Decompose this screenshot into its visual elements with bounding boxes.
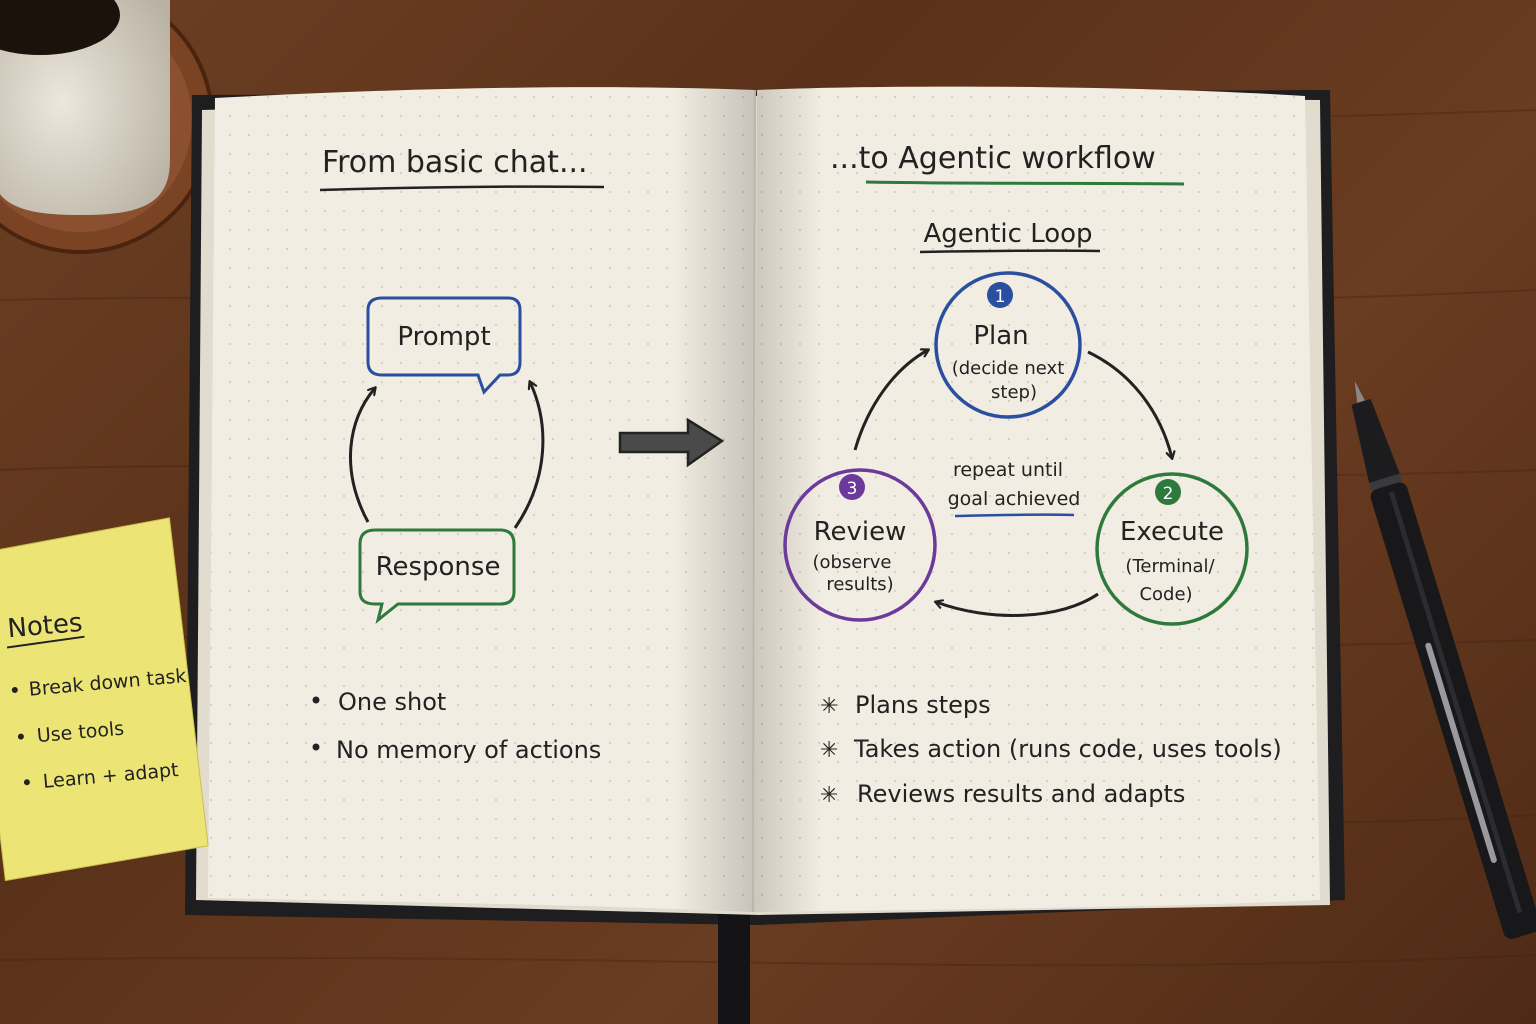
step-name: Review <box>814 517 907 547</box>
heading-underline <box>920 251 1100 252</box>
asterisk-bullet: ✳ <box>820 694 838 719</box>
step-number: 2 <box>1163 484 1174 504</box>
right-title-underline <box>866 182 1184 184</box>
step-detail: (decide next <box>952 358 1065 379</box>
loop-note-line1: repeat until <box>953 459 1063 481</box>
loop-note-line2: goal achieved <box>948 488 1081 510</box>
step-number: 1 <box>995 287 1006 307</box>
right-bullet-3: Reviews results and adapts <box>857 780 1185 808</box>
left-bullet-2: No memory of actions <box>336 736 601 764</box>
left-bullet-1: One shot <box>338 688 446 716</box>
step-detail: step) <box>991 382 1037 403</box>
step-detail: (Terminal/ <box>1125 556 1215 577</box>
right-bullet-2: Takes action (runs code, uses tools) <box>853 735 1282 763</box>
agentic-loop-heading: Agentic Loop <box>923 219 1092 249</box>
bookmark-ribbon <box>718 905 750 1024</box>
pen-icon <box>1336 375 1536 941</box>
coffee-cup-icon <box>0 0 212 252</box>
bullet-dot <box>313 697 320 704</box>
right-bullet-1: Plans steps <box>855 691 991 719</box>
step-detail: Code) <box>1139 584 1192 605</box>
prompt-label: Prompt <box>397 322 490 352</box>
step-name: Plan <box>973 321 1028 351</box>
step-detail: results) <box>826 574 893 595</box>
step-detail: (observe <box>812 552 891 573</box>
step-name: Execute <box>1120 517 1224 547</box>
right-page-title: ...to Agentic workflow <box>830 141 1156 176</box>
asterisk-bullet: ✳ <box>820 738 838 763</box>
response-label: Response <box>376 552 501 582</box>
left-page-title: From basic chat... <box>322 145 588 180</box>
asterisk-bullet: ✳ <box>820 783 838 808</box>
loop-note-underline <box>955 515 1074 516</box>
step-number: 3 <box>847 479 858 499</box>
sticky-note: Notes Break down task Use tools Learn + … <box>0 517 210 881</box>
bullet-dot <box>313 744 320 751</box>
